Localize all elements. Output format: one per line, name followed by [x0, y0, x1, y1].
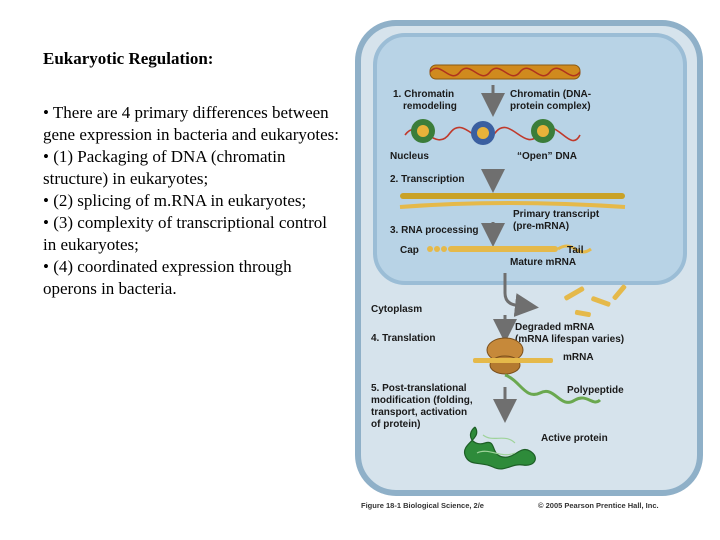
step5-label-3: transport, activation [371, 407, 467, 418]
pre-mrna [399, 201, 626, 209]
step2-label: 2. Transcription [390, 174, 464, 185]
bullet-item: • (4) coordinated expression through ope… [43, 257, 292, 298]
active-protein-label: Active protein [541, 433, 608, 444]
cap-label: Cap [400, 245, 419, 256]
cytoplasm-label: Cytoplasm [371, 304, 422, 315]
active-protein [464, 426, 536, 470]
degraded-mrna-label: Degraded mRNA [515, 322, 594, 333]
mature-mrna-label: Mature mRNA [510, 257, 576, 268]
bullet-item: • (3) complexity of transcriptional cont… [43, 213, 328, 254]
bullet-item: • There are 4 primary differences betwee… [43, 103, 339, 144]
gene-expression-figure: 1. Chromatin remodeling Chromatin (DNA- … [355, 20, 703, 510]
condensed-chromatin [429, 64, 581, 80]
chromatin-label-2: protein complex) [510, 101, 591, 112]
dna-strand [400, 193, 625, 199]
bullet-item: • (1) Packaging of DNA (chromatin struct… [43, 147, 286, 188]
open-dna-label: “Open” DNA [517, 151, 577, 162]
mrna-label: mRNA [563, 352, 594, 363]
nucleus-label: Nucleus [390, 151, 429, 162]
arrow-mrna-export [503, 273, 539, 317]
tail-label: Tail [567, 245, 584, 256]
step5-label-2: modification (folding, [371, 395, 473, 406]
step3-label: 3. RNA processing [390, 225, 479, 236]
step5-label-4: of protein) [371, 419, 420, 430]
step1-label: 1. Chromatin [393, 89, 454, 100]
polypeptide-label: Polypeptide [567, 385, 624, 396]
degraded-mrna-fragments [564, 284, 627, 318]
step1-label-2: remodeling [403, 101, 457, 112]
slide-text-block: Eukaryotic Regulation: • There are 4 pri… [43, 48, 343, 300]
open-dna [404, 119, 581, 145]
nucleus-envelope [373, 33, 687, 285]
step5-label: 5. Post-translational [371, 383, 467, 394]
slide-title: Eukaryotic Regulation: [43, 49, 214, 68]
primary-transcript-label-2: (pre-mRNA) [513, 221, 569, 232]
figure-caption-right: © 2005 Pearson Prentice Hall, Inc. [538, 501, 659, 510]
mrna-strand [473, 358, 553, 363]
ribosome [486, 337, 524, 375]
primary-transcript-label: Primary transcript [513, 209, 600, 220]
degraded-mrna-label-2: (mRNA lifespan varies) [515, 334, 624, 345]
polypeptide-chain [504, 373, 602, 404]
mature-mrna-strand [427, 244, 592, 254]
chromatin-label: Chromatin (DNA- [510, 89, 591, 100]
figure-caption-left: Figure 18-1 Biological Science, 2/e [361, 501, 484, 510]
step4-label: 4. Translation [371, 333, 435, 344]
bullet-item: • (2) splicing of m.RNA in eukaryotes; [43, 191, 307, 210]
